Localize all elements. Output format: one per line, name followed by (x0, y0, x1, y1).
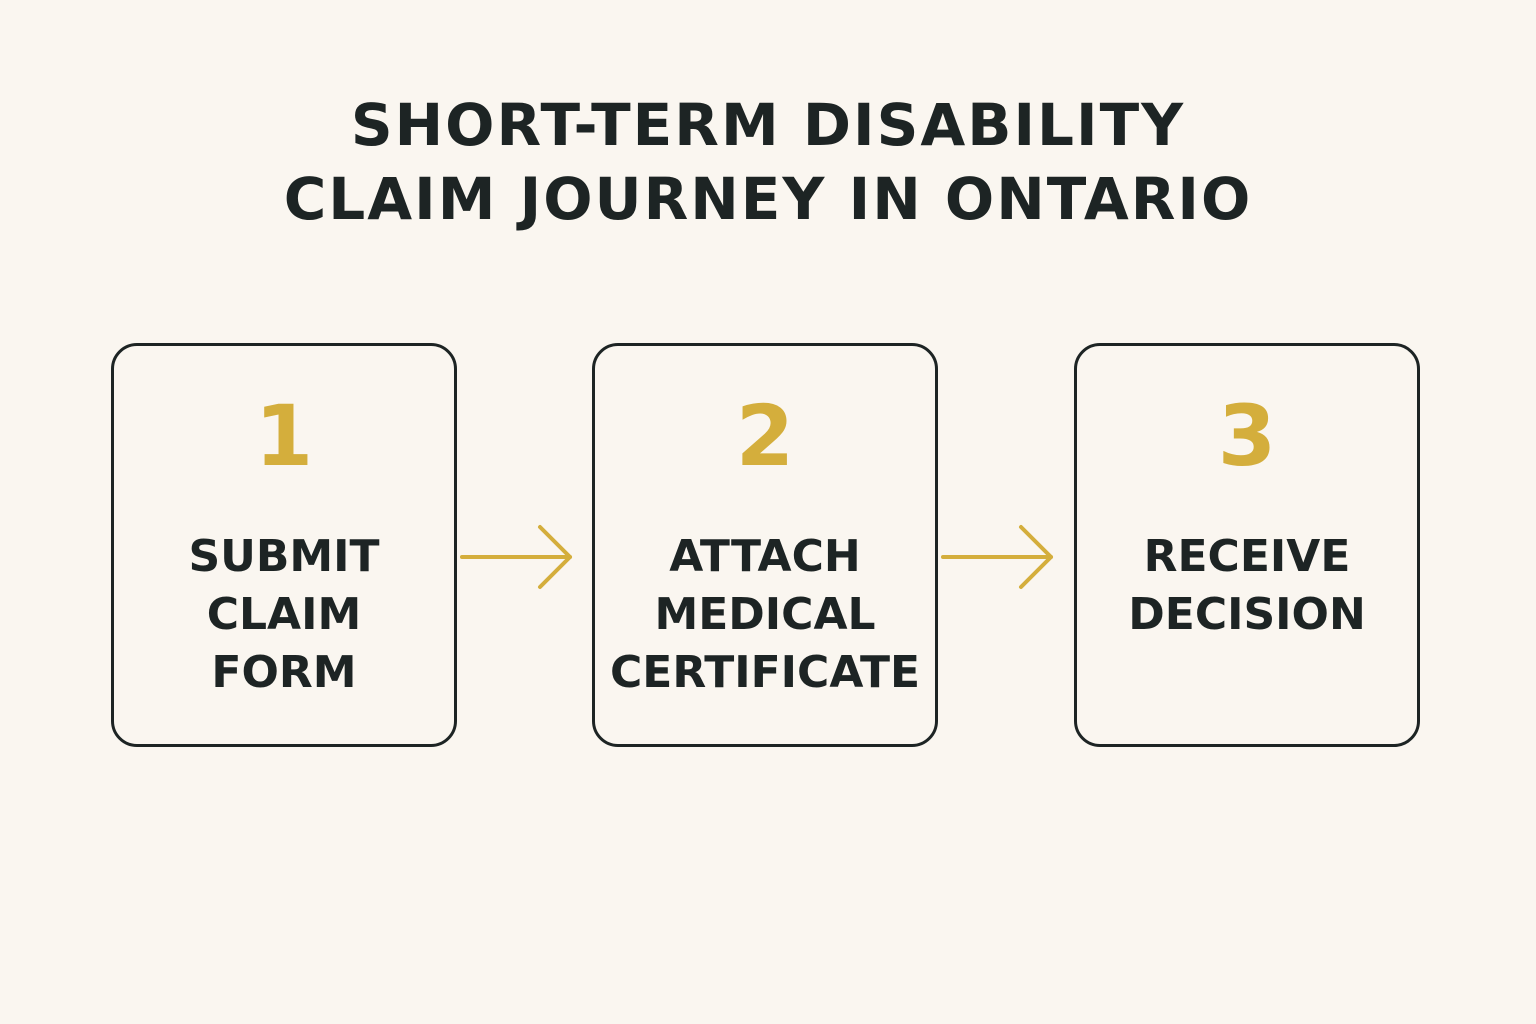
arrow-right-icon (941, 525, 1053, 589)
step-label-line: DECISION (1128, 589, 1366, 640)
step-number: 2 (735, 387, 795, 485)
step-label: RECEIVE DECISION (1077, 528, 1417, 644)
step-label-line: SUBMIT (188, 531, 380, 582)
step-box-3: 3 RECEIVE DECISION (1074, 343, 1420, 747)
title-line-1: SHORT-TERM DISABILITY (350, 91, 1186, 159)
step-box-2: 2 ATTACH MEDICAL CERTIFICATE (592, 343, 938, 747)
step-number: 1 (254, 387, 314, 485)
step-label-line: ATTACH (669, 531, 861, 582)
step-label-line: MEDICAL (654, 589, 876, 640)
step-label: SUBMIT CLAIM FORM (114, 528, 454, 702)
step-label-line: CERTIFICATE (609, 647, 921, 698)
arrow-right-icon (460, 525, 572, 589)
step-label-line: FORM (211, 647, 357, 698)
step-label: ATTACH MEDICAL CERTIFICATE (595, 528, 935, 702)
diagram-title: SHORT-TERM DISABILITY CLAIM JOURNEY IN O… (0, 88, 1536, 236)
title-line-2: CLAIM JOURNEY IN ONTARIO (283, 165, 1253, 233)
step-label-line: CLAIM (206, 589, 362, 640)
step-number: 3 (1217, 387, 1277, 485)
step-label-line: RECEIVE (1143, 531, 1351, 582)
step-box-1: 1 SUBMIT CLAIM FORM (111, 343, 457, 747)
